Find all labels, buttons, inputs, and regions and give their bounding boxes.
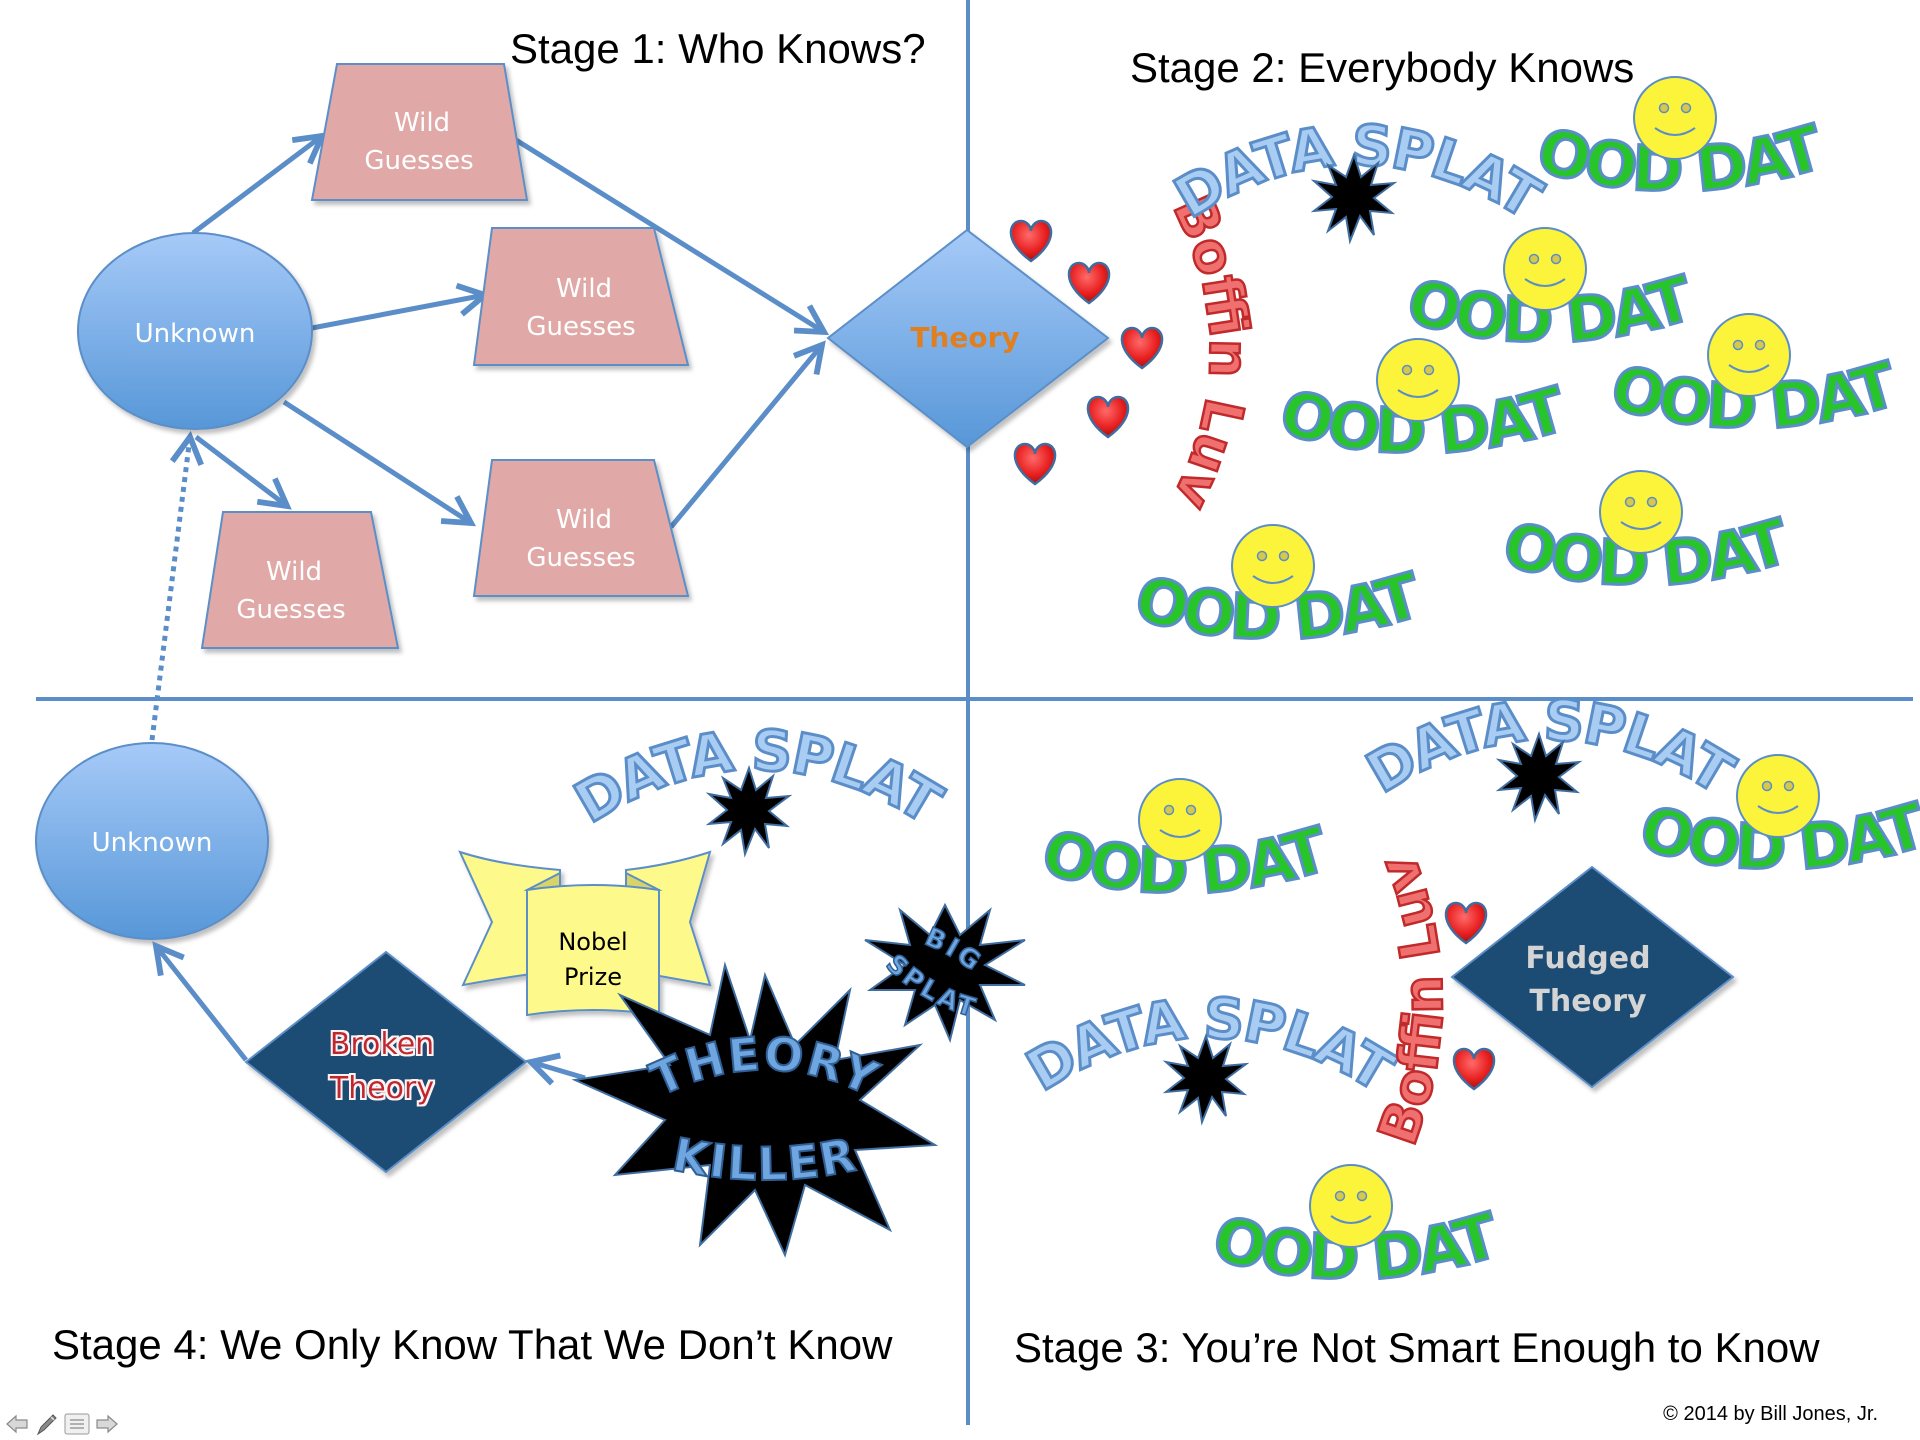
wild-guesses-label-line1: Wild xyxy=(556,274,612,304)
arrow-guess-lower-to-theory xyxy=(669,345,822,529)
broken-theory-line2: Theory xyxy=(329,1071,434,1106)
fudged-theory-line2: Theory xyxy=(1529,984,1647,1019)
arrow-guess-top-to-theory xyxy=(506,132,824,332)
smiley-face-icon xyxy=(1503,227,1587,311)
broken-theory-diamond[interactable]: Broken Theory xyxy=(244,950,528,1174)
arrow-unknown-to-guess-top xyxy=(191,136,322,235)
good-data-smiley: GOOD DATA xyxy=(1204,1164,1511,1296)
stage2-title: Stage 2: Everybody Knows xyxy=(1130,44,1634,91)
boffin-luv-stage3: Boffin Luv xyxy=(1365,846,1457,1153)
dotted-arrow-unknown-return xyxy=(149,437,190,741)
heart-icon xyxy=(1120,326,1164,370)
smiley-face-icon xyxy=(1736,754,1820,838)
wild-guesses-label-line2: Guesses xyxy=(236,595,345,625)
smiley-face-icon xyxy=(1707,313,1791,397)
heart-icon xyxy=(1067,261,1111,305)
boffin-luv-text: Boffin Luv xyxy=(1160,184,1262,520)
fudged-theory-line1: Fudged xyxy=(1525,941,1650,976)
good-data-smiley: GOOD DATA xyxy=(1398,227,1705,359)
arrow-broken-to-unknown xyxy=(156,946,248,1062)
nobel-line1: Nobel xyxy=(558,928,627,956)
arrow-unknown-to-guess-mid xyxy=(311,295,485,331)
unknown-node-stage1[interactable] xyxy=(77,232,313,430)
stage3-title: Stage 3: You’re Not Smart Enough to Know xyxy=(1014,1324,1820,1371)
heart-icon xyxy=(1013,442,1057,486)
wild-guesses-label-line2: Guesses xyxy=(526,312,635,342)
arrow-left-icon xyxy=(6,1414,28,1434)
theory-killer-burst: THEORY KILLER xyxy=(571,961,939,1258)
big-splat-burst: BIG SPLAT xyxy=(864,902,1026,1044)
stage4-arrows xyxy=(156,946,586,1078)
pen-icon xyxy=(36,1414,57,1436)
arrow-unknown-to-guess-lower xyxy=(282,399,471,523)
smiley-face-icon xyxy=(1231,524,1315,608)
wild-guesses-label-line1: Wild xyxy=(266,557,322,587)
slide-menu-button[interactable] xyxy=(64,1412,90,1436)
heart-icon xyxy=(1444,901,1488,945)
wild-guesses-label-line1: Wild xyxy=(556,505,612,535)
wild-guesses-mid[interactable]: Wild Guesses xyxy=(472,227,690,366)
pen-tool-button[interactable] xyxy=(34,1412,60,1436)
wild-guesses-lower[interactable]: Wild Guesses xyxy=(472,459,690,597)
good-data-smiley: GOOD DATA xyxy=(1033,778,1340,910)
smiley-face-icon xyxy=(1138,778,1222,862)
fudged-theory-diamond[interactable]: Fudged Theory xyxy=(1450,865,1735,1089)
svg-text:Boffin Luv: Boffin Luv xyxy=(1366,848,1456,1153)
smiley-face-icon xyxy=(1599,470,1683,554)
unknown-node-stage4[interactable] xyxy=(35,742,269,940)
arrow-unknown-to-guess-left xyxy=(194,435,287,506)
unknown-label-stage1: Unknown xyxy=(135,319,256,349)
stage1-title: Stage 1: Who Knows? xyxy=(510,25,926,72)
unknown-label-stage4: Unknown xyxy=(92,828,213,858)
data-splat-stage3-lower: DATA SPLAT xyxy=(1015,985,1407,1123)
copyright-text: © 2014 by Bill Jones, Jr. xyxy=(1663,1403,1878,1425)
smiley-face-icon xyxy=(1309,1164,1393,1248)
smiley-face-icon xyxy=(1633,76,1717,160)
data-splat-stage4: DATA SPLAT xyxy=(563,717,955,855)
arrow-killer-to-broken xyxy=(531,1062,586,1078)
heart-icon xyxy=(1086,395,1130,439)
theory-killer-star-icon xyxy=(571,961,939,1258)
svg-text:KILLER: KILLER xyxy=(669,1127,862,1191)
stage1-arrows xyxy=(191,132,824,529)
nobel-line2: Prize xyxy=(564,963,622,991)
broken-theory-line1: Broken xyxy=(330,1027,434,1062)
arrow-right-icon xyxy=(96,1414,118,1434)
big-splat-star-icon xyxy=(864,902,1026,1044)
wild-guesses-top[interactable]: Wild Guesses xyxy=(310,63,529,201)
theory-diamond[interactable]: Theory xyxy=(826,228,1110,449)
heart-icon xyxy=(1452,1047,1496,1091)
wild-guesses-left[interactable]: Wild Guesses xyxy=(200,511,400,649)
wild-guesses-label-line1: Wild xyxy=(394,108,450,138)
prev-slide-button[interactable] xyxy=(4,1412,30,1436)
theory-killer-line2: KILLER xyxy=(668,1126,861,1192)
stage4-title: Stage 4: We Only Know That We Don’t Know xyxy=(52,1321,893,1368)
good-data-smiley: GOOD DATA xyxy=(1602,313,1909,445)
svg-text:Boffin Luv: Boffin Luv xyxy=(1161,186,1261,519)
good-data-smiley: GOOD DATA xyxy=(1631,754,1920,886)
good-data-smiley: GOOD DATA xyxy=(1528,76,1835,208)
wild-guesses-label-line2: Guesses xyxy=(526,543,635,573)
slide-nav xyxy=(4,1412,120,1436)
theory-label: Theory xyxy=(910,321,1019,354)
heart-icon xyxy=(1009,219,1053,263)
boffin-luv-text: Boffin Luv xyxy=(1365,846,1457,1153)
nobel-prize-banner[interactable]: Nobel Prize xyxy=(458,850,712,1017)
good-data-smiley: GOOD DATA xyxy=(1271,338,1578,470)
good-data-smiley: GOOD DATA xyxy=(1126,524,1433,656)
menu-icon xyxy=(64,1413,90,1435)
boffin-luv-stage2: Boffin Luv xyxy=(1160,184,1262,520)
next-slide-button[interactable] xyxy=(94,1412,120,1436)
good-data-smiley: GOOD DATA xyxy=(1494,470,1801,602)
wild-guesses-label-line2: Guesses xyxy=(364,146,473,176)
smiley-face-icon xyxy=(1376,338,1460,422)
